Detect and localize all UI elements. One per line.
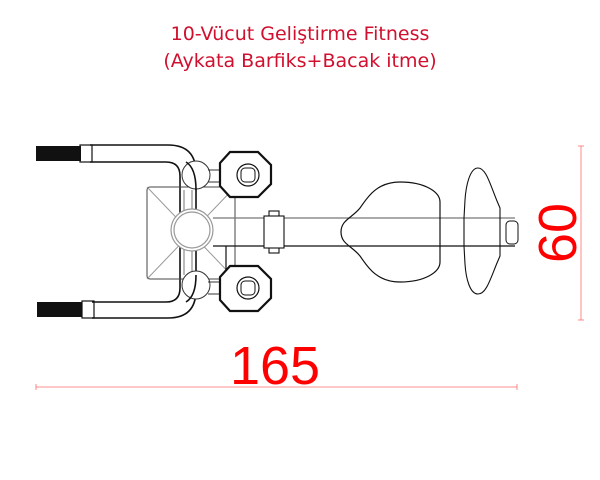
end-cap: [505, 220, 519, 245]
length-dimension-label: 165: [230, 336, 320, 396]
seat: [340, 181, 441, 283]
width-dimension-line: [578, 145, 584, 321]
handle-grip-top: [36, 144, 93, 163]
foot-pedal-bottom: [218, 264, 273, 313]
back-rest: [463, 167, 501, 295]
center-post: [170, 208, 214, 252]
beam-clamp: [263, 210, 285, 254]
title-line-2: (Aykata Barfiks+Bacak itme): [163, 50, 437, 72]
foot-pedal-top: [218, 150, 273, 199]
title-line-1: 10-Vücut Geliştirme Fitness: [170, 23, 430, 45]
handle-grip-bottom: [37, 300, 95, 319]
width-dimension-label: 60: [528, 203, 588, 263]
length-dimension-line: [35, 384, 518, 390]
